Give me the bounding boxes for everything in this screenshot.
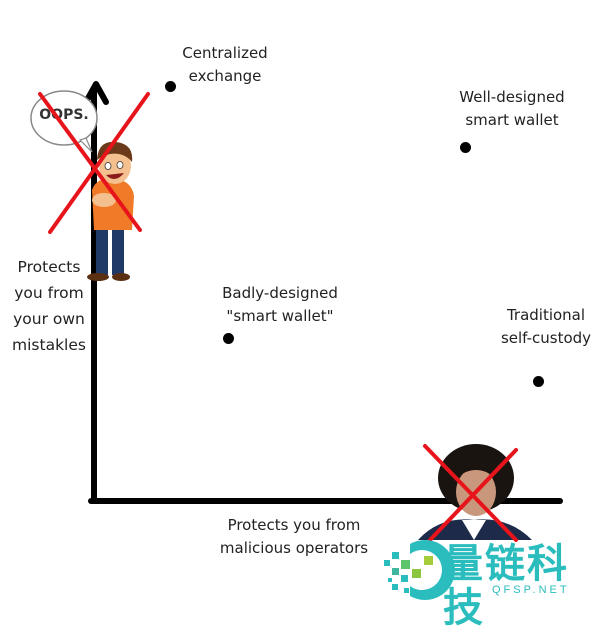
label-traditional-self-custody: Traditional self-custody bbox=[500, 306, 592, 347]
y-axis-label: Protects you from your own mistakles bbox=[12, 258, 86, 354]
red-cross-icon bbox=[423, 444, 518, 542]
point-centralized-exchange bbox=[165, 81, 176, 92]
label-well-designed-smart-wallet: Well-designed smart wallet bbox=[459, 88, 565, 129]
point-traditional-self-custody bbox=[533, 376, 544, 387]
point-well-designed-smart-wallet bbox=[460, 142, 471, 153]
label-centralized-exchange: Centralized exchange bbox=[182, 44, 268, 85]
watermark-subtitle: QFSP.NET bbox=[492, 584, 570, 596]
label-badly-designed-smart-wallet: Badly-designed "smart wallet" bbox=[222, 284, 338, 325]
x-axis-label: Protects you from malicious operators bbox=[219, 516, 369, 557]
logo-icon bbox=[384, 540, 455, 600]
point-badly-designed-smart-wallet bbox=[223, 333, 234, 344]
red-cross-icon bbox=[38, 92, 150, 234]
